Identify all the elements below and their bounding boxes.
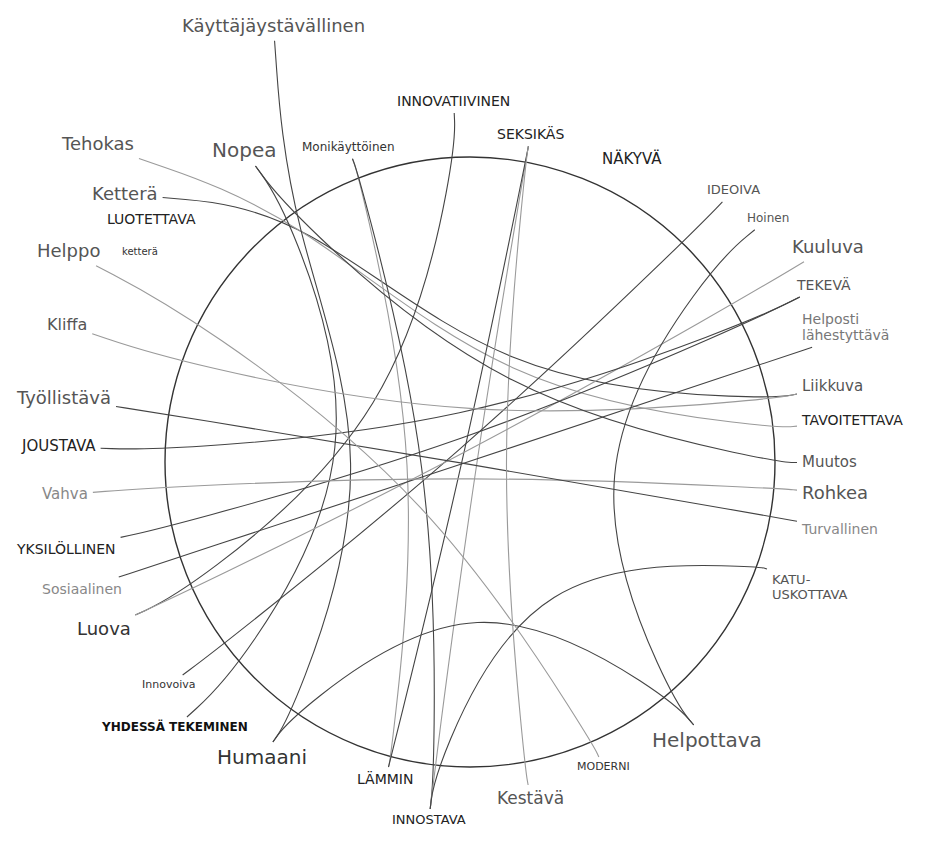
word-text: Käyttäjäystävällinen	[182, 16, 365, 37]
word-text: YKSILÖLLINEN	[17, 541, 116, 557]
word-node: Muutos	[800, 453, 859, 472]
word-node: Rohkea	[800, 482, 870, 505]
word-text: Sosiaalinen	[42, 581, 122, 597]
word-text: Humaani	[217, 746, 307, 769]
word-text: YHDESSÄ TEKEMINEN	[102, 721, 248, 735]
connector-line	[135, 262, 804, 615]
word-node: Turvallinen	[800, 520, 880, 538]
word-text: Ketterä	[92, 184, 158, 205]
word-text: INNOVATIIVINEN	[397, 93, 510, 109]
word-text: Kuuluva	[792, 237, 864, 258]
connector-line	[430, 565, 767, 809]
word-text: Työllistävä	[17, 388, 111, 409]
word-node: Kliffa	[45, 315, 89, 335]
connector-line	[116, 406, 797, 521]
word-text: INNOSTAVA	[392, 813, 466, 828]
connector-line	[163, 198, 797, 397]
word-text: Muutos	[802, 454, 857, 471]
word-node: LÄMMIN	[355, 770, 415, 788]
word-node: Innovoiva	[140, 678, 197, 693]
word-text: TAVOITETTAVA	[802, 412, 903, 428]
word-node: JOUSTAVA	[20, 437, 98, 456]
word-node: YKSILÖLLINEN	[15, 540, 118, 558]
word-node: Kuuluva	[790, 236, 866, 259]
connector-line	[96, 266, 599, 757]
word-text: Kestävä	[497, 789, 564, 809]
word-text: Turvallinen	[802, 521, 878, 537]
circle-outline	[165, 157, 775, 767]
word-node: TEKEVÄ	[795, 276, 853, 294]
connector-line	[614, 230, 755, 725]
word-node: Ketterä	[90, 183, 160, 206]
word-node: Luova	[75, 618, 133, 641]
word-text: Hoinen	[747, 212, 789, 226]
word-text: TEKEVÄ	[797, 277, 851, 293]
word-text: LUOTETTAVA	[107, 211, 195, 227]
word-text: Helppo	[37, 241, 100, 262]
word-node: MODERNI	[575, 760, 632, 775]
word-node: INNOSTAVA	[390, 812, 468, 829]
connector-line	[135, 113, 454, 615]
word-node: Kestävä	[495, 788, 566, 810]
word-node: IDEOIVA	[705, 182, 762, 199]
word-text: LÄMMIN	[357, 771, 413, 787]
word-node: Humaani	[215, 745, 309, 770]
word-text: KATU-USKOTTAVA	[772, 573, 867, 603]
connector-line	[139, 158, 797, 426]
word-node: Käyttäjäystävällinen	[180, 15, 367, 38]
word-text: IDEOIVA	[707, 183, 760, 198]
word-node: LUOTETTAVA	[105, 210, 197, 228]
word-text: Innovoiva	[142, 679, 195, 692]
word-node: Työllistävä	[15, 387, 113, 410]
word-text: SEKSIKÄS	[497, 126, 564, 142]
word-node: Helpottava	[650, 728, 764, 753]
word-text: Tehokas	[62, 134, 134, 155]
word-text: Luova	[77, 619, 131, 640]
word-text: Helpottava	[652, 729, 762, 752]
word-text: Kliffa	[47, 316, 87, 334]
connector-line	[93, 479, 797, 493]
word-text: JOUSTAVA	[22, 438, 96, 455]
word-node: Helposti lähestyttävä	[800, 310, 944, 344]
connector-line	[388, 146, 528, 767]
word-node: Hoinen	[745, 211, 791, 227]
word-node: Tehokas	[60, 133, 136, 156]
word-node: Vahva	[40, 485, 90, 504]
word-text: Nopea	[212, 139, 276, 162]
word-text: MODERNI	[577, 761, 630, 774]
connector-line	[255, 166, 797, 463]
word-node: SEKSIKÄS	[495, 125, 566, 143]
connector-line	[119, 347, 812, 577]
word-text: NÄKYVÄ	[602, 151, 662, 168]
word-node: KATU-USKOTTAVA	[770, 572, 869, 604]
connector-line	[121, 297, 800, 537]
word-node: TAVOITETTAVA	[800, 411, 905, 429]
word-node: Monikäyttöinen	[300, 140, 397, 156]
word-node: INNOVATIIVINEN	[395, 92, 512, 110]
word-text: Rohkea	[802, 483, 868, 504]
word-node: Sosiaalinen	[40, 580, 124, 598]
word-node: Nopea	[210, 138, 278, 163]
word-text: ketterä	[122, 246, 158, 258]
connector-line	[273, 622, 694, 742]
connector-line	[430, 146, 528, 809]
word-node: NÄKYVÄ	[600, 150, 664, 169]
word-node: ketterä	[120, 245, 160, 259]
connector-line	[352, 159, 408, 767]
word-text: Monikäyttöinen	[302, 141, 395, 155]
word-node: YHDESSÄ TEKEMINEN	[100, 720, 250, 736]
connector-line	[92, 334, 797, 411]
word-node: Liikkuva	[800, 377, 865, 396]
connector-line	[506, 146, 528, 785]
word-node: Helppo	[35, 240, 102, 263]
connector-line	[101, 297, 800, 449]
connector-group	[92, 41, 812, 809]
word-text: Liikkuva	[802, 378, 863, 395]
word-text: Vahva	[42, 486, 88, 503]
word-text: Helposti lähestyttävä	[802, 311, 942, 343]
connector-line	[352, 159, 434, 809]
connector-line	[183, 202, 723, 675]
